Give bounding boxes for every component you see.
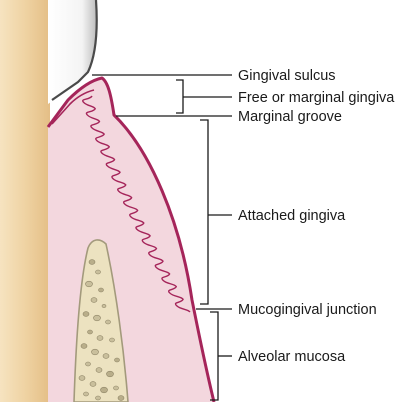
rete-pegs-line	[82, 95, 191, 313]
bone-spot	[83, 391, 89, 397]
leader-lines	[92, 74, 232, 401]
bone-spot	[82, 311, 90, 317]
crown-outline	[51, 0, 98, 101]
bone-spot	[95, 269, 101, 275]
bone-spot	[87, 329, 93, 335]
bone-spot	[101, 304, 107, 308]
label-free-marginal-gingiva: Free or marginal gingiva	[238, 90, 395, 106]
bone-trabeculae	[78, 259, 125, 401]
bone-spot	[80, 343, 88, 349]
bone-spot	[93, 314, 101, 322]
bone-spot	[85, 361, 91, 367]
bone-spot	[78, 375, 86, 381]
bone-spot	[100, 386, 108, 394]
bone-spot	[113, 385, 119, 391]
bone-spot	[85, 280, 93, 288]
bone-spot	[89, 381, 97, 387]
label-marginal-groove: Marginal groove	[238, 109, 342, 125]
bone-spot	[95, 395, 101, 401]
bracket-free-gingiva	[176, 79, 184, 114]
bone-spot	[109, 337, 115, 343]
gingiva-outline	[46, 76, 216, 402]
alveolar-bone	[73, 239, 129, 402]
bone-spot	[117, 395, 125, 401]
bone-spot	[88, 259, 96, 265]
label-alveolar-mucosa: Alveolar mucosa	[238, 349, 346, 365]
bone-spot	[106, 370, 114, 378]
bone-spot	[98, 287, 104, 293]
tooth-crown	[48, 0, 97, 104]
label-mucogingival-junction: Mucogingival junction	[238, 302, 377, 318]
label-attached-gingiva: Attached gingiva	[238, 208, 346, 224]
bone-spot	[95, 367, 103, 373]
label-gingival-sulcus: Gingival sulcus	[238, 68, 336, 84]
sulcular-epithelium	[51, 89, 95, 125]
bone-spot	[102, 353, 110, 359]
bracket-attached-gingiva	[200, 119, 209, 305]
bone-spot	[91, 348, 99, 356]
tooth-root	[0, 0, 50, 402]
bone-spot	[105, 319, 111, 325]
bone-spot	[114, 357, 120, 363]
bone-spot	[96, 335, 104, 341]
gingiva-body	[48, 78, 214, 402]
bone-spot	[90, 297, 98, 303]
